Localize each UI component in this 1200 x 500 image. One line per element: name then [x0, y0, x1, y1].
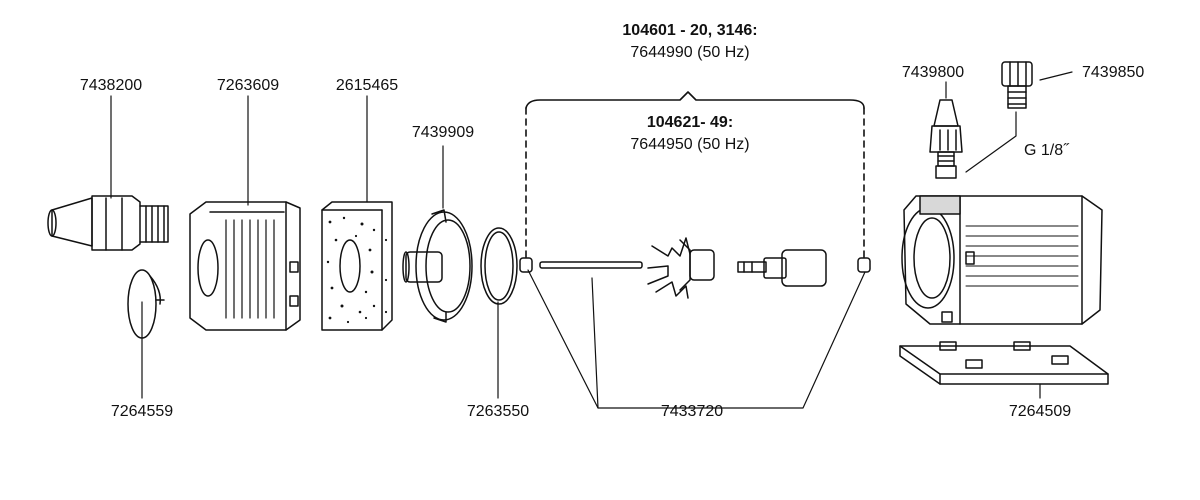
screw-plug-part — [1001, 61, 1033, 109]
label-hose-connector: 7439800 — [901, 64, 965, 81]
bearing-right — [857, 257, 871, 273]
leader-7439850 — [1039, 71, 1073, 81]
model-a-part-number: 7644990 (50 Hz) — [630, 44, 750, 61]
suction-cup-part — [127, 269, 165, 339]
impeller-kit-parts — [519, 237, 871, 299]
label-impeller-set: 7433720 — [660, 403, 724, 420]
leader-lines — [110, 71, 1073, 409]
nozzle-part — [47, 195, 169, 251]
label-impeller-cover: 7439909 — [411, 124, 475, 141]
impeller-cover-part — [402, 209, 473, 323]
label-screw-plug: 7439850 — [1082, 64, 1145, 81]
model-b-part-number: 7644950 (50 Hz) — [630, 136, 750, 153]
shaft — [539, 261, 643, 269]
label-nozzle: 7438200 — [79, 77, 143, 94]
o-ring-part — [480, 227, 518, 305]
leader-g18 — [965, 111, 1017, 173]
bearing-left — [519, 257, 533, 273]
label-filter-sponge: 2615465 — [335, 77, 399, 94]
label-o-ring: 7263550 — [466, 403, 530, 420]
label-suction-cup: 7264559 — [110, 403, 174, 420]
label-thread-size: G 1/8˝ — [1024, 142, 1069, 159]
label-base-plate: 7264509 — [1008, 403, 1072, 420]
label-intake-cage: 7263609 — [216, 77, 280, 94]
intake-cage-part — [189, 201, 301, 331]
pump-motor-housing — [901, 195, 1103, 325]
impeller-rotor — [647, 237, 715, 299]
rotor-magnet — [737, 249, 827, 287]
base-plate-part — [899, 341, 1109, 385]
impeller-kit-bracket — [525, 91, 865, 259]
leader-7433720-a — [527, 269, 721, 409]
filter-sponge-part — [321, 201, 393, 331]
model-a-heading: 104601 - 20, 3146: — [622, 22, 758, 39]
leader-7433720-b — [591, 277, 599, 409]
leader-7433720-c — [719, 271, 866, 409]
hose-connector-part — [929, 99, 963, 179]
model-b-heading: 104621- 49: — [646, 114, 734, 131]
